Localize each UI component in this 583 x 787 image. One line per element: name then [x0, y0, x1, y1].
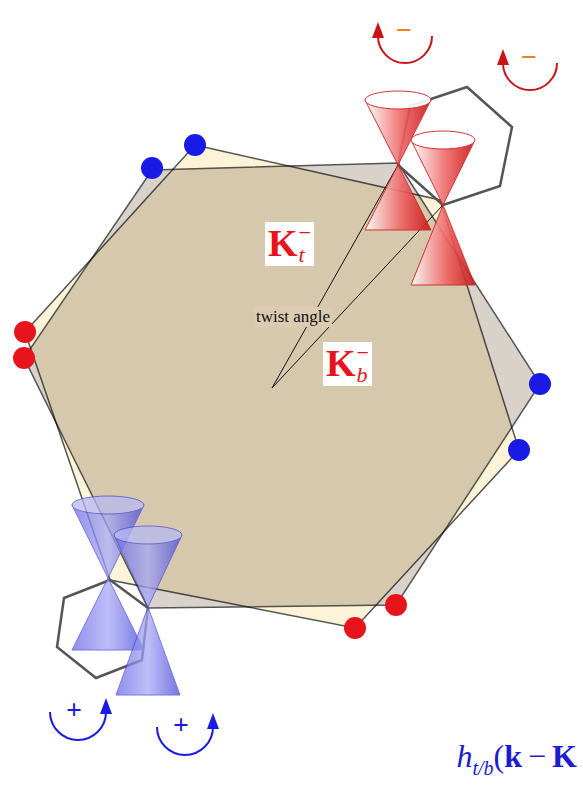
angle-label: twist angle	[254, 307, 332, 327]
valley-label: K−b	[323, 342, 372, 386]
formula-operator: −	[528, 738, 546, 775]
dirac-cone	[411, 131, 475, 285]
layer-index: t	[299, 244, 311, 266]
wavevector-symbol: K	[326, 343, 356, 385]
wavevector-symbol: K	[268, 223, 298, 265]
chirality-sign: −	[521, 41, 537, 72]
chirality-sign: +	[66, 694, 82, 725]
formula-symbol: h	[456, 738, 472, 775]
formula-vector: K	[552, 738, 577, 775]
valley-label: K−t	[265, 222, 314, 266]
dirac-cone	[114, 526, 182, 695]
chirality-sign: −	[396, 14, 412, 45]
valley-dot	[13, 134, 551, 639]
wavevector-line	[272, 165, 398, 388]
formula-subscript: t/b	[472, 757, 493, 780]
chirality-sign: −	[396, 16, 412, 44]
angle-label: twist angle	[256, 307, 330, 326]
formula-bracket: (	[494, 738, 505, 775]
bottom-layer-zone	[24, 163, 540, 608]
arrow-head	[100, 698, 219, 729]
formula-vector: k	[504, 738, 522, 775]
layer-index: b	[357, 364, 369, 386]
arrow-head	[372, 22, 509, 65]
index-stack: −t	[299, 222, 311, 266]
chirality-sign: +	[173, 711, 189, 739]
valley-sign: −	[299, 222, 311, 244]
index-stack: −b	[357, 342, 369, 386]
valley-sign: −	[357, 342, 369, 364]
hamiltonian-formula: ht/b(k−K	[456, 738, 577, 775]
chirality-sign: −	[521, 43, 537, 71]
chirality-sign: +	[66, 696, 82, 724]
chirality-sign: +	[173, 709, 189, 740]
